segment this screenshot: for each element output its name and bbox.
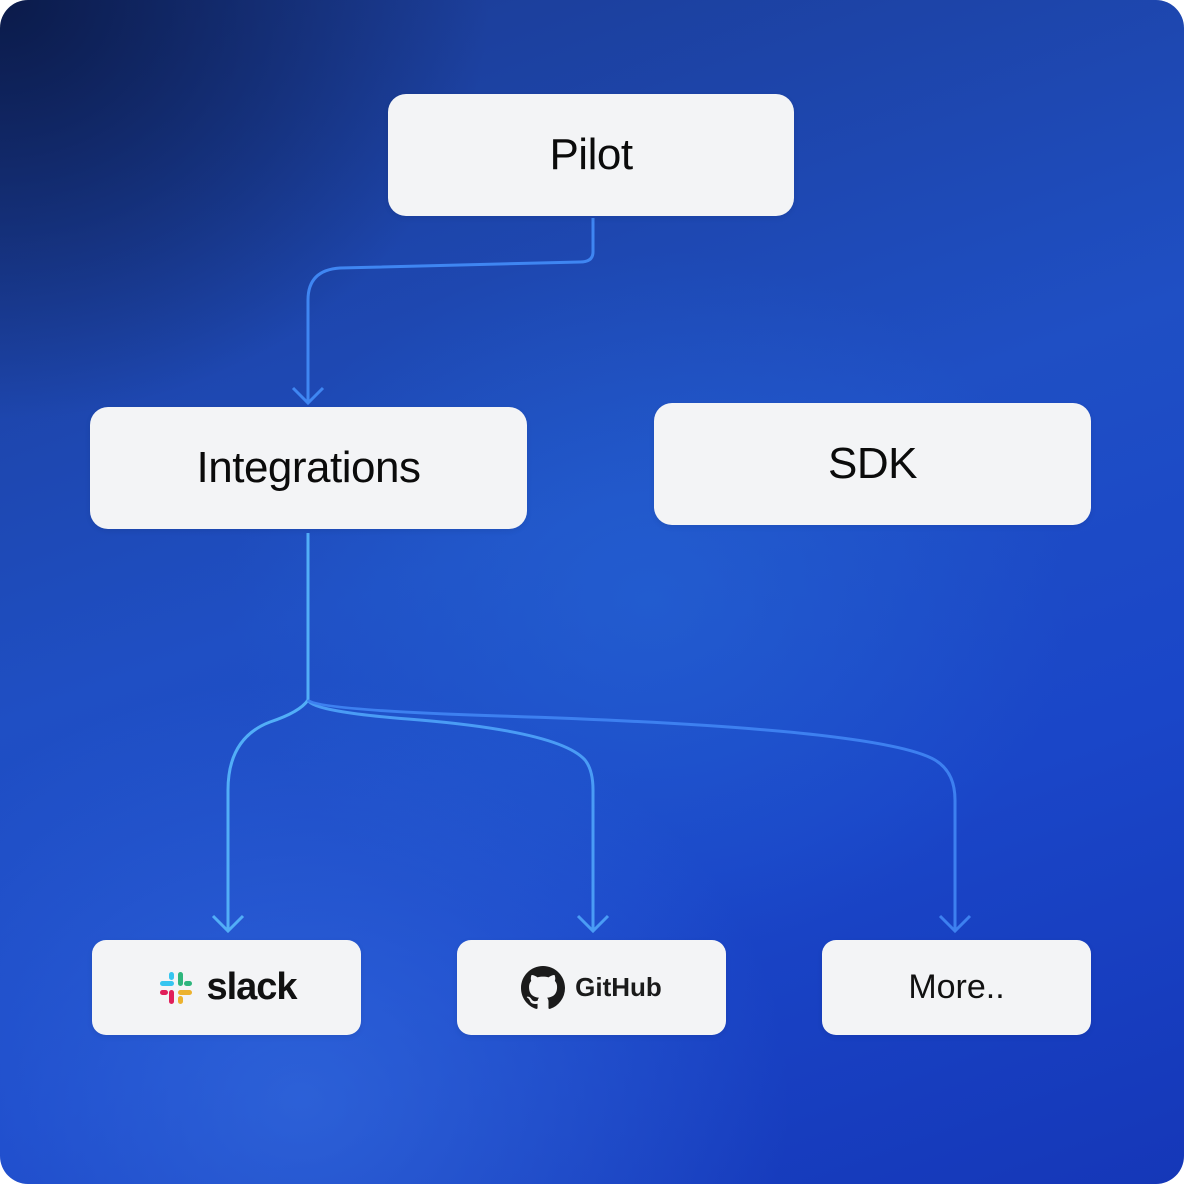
slack-wordmark: slack — [206, 966, 297, 1008]
edge-integrations-github — [306, 699, 595, 930]
node-integrations: Integrations — [90, 407, 527, 529]
arrowhead-slack — [211, 914, 245, 934]
node-sdk-label: SDK — [828, 439, 917, 488]
node-more: More.. — [822, 940, 1091, 1035]
node-pilot-label: Pilot — [549, 130, 633, 179]
github-octocat-icon — [521, 965, 566, 1009]
node-more-label: More.. — [908, 968, 1005, 1006]
edge-pilot-integrations — [306, 218, 595, 402]
edge-integrations-slack — [226, 699, 310, 930]
arrowhead-github — [576, 914, 610, 934]
node-slack: slack — [92, 940, 361, 1035]
github-wordmark: GitHub — [575, 972, 662, 1002]
node-sdk: SDK — [654, 403, 1091, 525]
edge-integrations-more — [306, 698, 957, 930]
arrowhead-integrations — [291, 386, 325, 406]
node-integrations-label: Integrations — [196, 443, 421, 492]
slack-logo-icon — [160, 971, 193, 1004]
arrowhead-more — [938, 914, 972, 934]
node-github: GitHub — [457, 940, 726, 1035]
node-pilot: Pilot — [388, 94, 794, 216]
